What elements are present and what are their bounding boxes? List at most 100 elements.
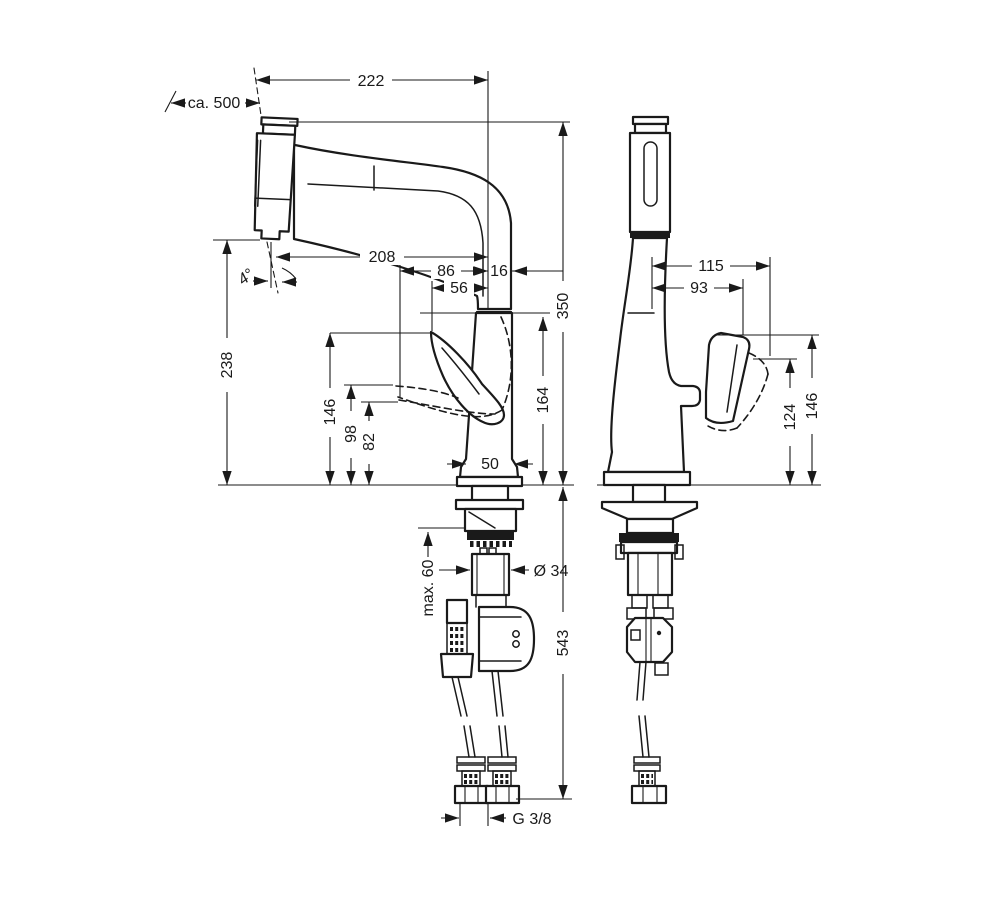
dim-tip-to-center: 208: [276, 249, 488, 266]
right-leg-right: [652, 594, 669, 609]
dim-tip-height: 238: [219, 240, 236, 485]
valve-body-lines: [478, 616, 522, 662]
dim-label-115: 115: [698, 258, 724, 275]
nipple-rib-grid: [450, 627, 464, 652]
shank-to-valve-lines: [475, 594, 507, 608]
spout: [292, 143, 513, 311]
mounting-neck: [470, 484, 510, 503]
dim-label-56: 56: [450, 280, 468, 297]
hose-a: [451, 676, 476, 758]
dim-label-16: 16: [490, 263, 508, 280]
dim-hose-extension: ca. 500: [164, 90, 260, 113]
barrel-dot: [656, 630, 662, 636]
clamp-screw-slot: [468, 511, 496, 529]
dim-hose-thread: G 3/8: [441, 811, 552, 828]
barrel-window: [630, 629, 641, 641]
valve-detail-dot-1: [512, 630, 520, 638]
dim-label-98: 98: [343, 425, 360, 443]
barrel-tab: [654, 662, 669, 676]
ext-tilt-line: [253, 67, 279, 294]
valve-body: [477, 605, 536, 673]
base-plate: [455, 475, 524, 488]
right-shank-lines: [637, 553, 659, 595]
dim-handle-tilted-height: 124: [782, 359, 799, 485]
spout-inner-line: [307, 183, 484, 297]
dim-label-max60: max. 60: [420, 559, 437, 616]
dim-label-124: 124: [782, 404, 799, 431]
right-seal-band: [619, 533, 679, 542]
dim-label-543: 543: [555, 630, 572, 657]
dim-label-350: 350: [555, 293, 572, 320]
dim-center-to-edge: 16: [470, 263, 563, 280]
dim-handle-offset: 93: [652, 280, 743, 297]
right-cap: [633, 122, 668, 135]
handle-inner-line: [441, 347, 480, 395]
dim-handle-height-right: 146: [804, 335, 821, 485]
nipple-nut: [439, 652, 475, 679]
dim-label-208: 208: [369, 249, 396, 266]
dim-handle-mid-height: 98: [343, 385, 360, 485]
spray-slot: [643, 141, 658, 207]
dim-label-238: 238: [219, 352, 236, 379]
dim-label-4deg: 4°: [235, 266, 258, 289]
right-supply-hose: [630, 661, 668, 805]
hose-nut-a: [453, 784, 490, 805]
dim-spout-reach: 222: [256, 71, 488, 90]
seal-band: [467, 531, 514, 540]
spray-face-lines: [253, 139, 262, 208]
clamp-body: [463, 507, 518, 533]
dim-label-146-left: 146: [322, 399, 339, 426]
dim-label-93: 93: [690, 280, 708, 297]
right-leg-left: [631, 594, 648, 609]
dim-label-86: 86: [437, 263, 455, 280]
right-shank: [626, 551, 674, 597]
hose-connector-a: [453, 756, 490, 805]
dim-shank-diameter: Ø 34: [439, 563, 568, 580]
handle-dashed-arc-lower: [398, 399, 496, 415]
ext-g38: [459, 804, 489, 826]
dim-label-222: 222: [358, 73, 385, 90]
dim-label-82: 82: [361, 433, 378, 451]
hose-nut-b: [484, 784, 521, 805]
handle-tilted-dashed: [395, 316, 513, 418]
hose-nipple: [445, 598, 469, 625]
right-handle: [704, 331, 751, 425]
handle-dashed-arc-right: [500, 316, 513, 411]
shank-inner-lines: [476, 554, 505, 595]
dim-label-g38: G 3/8: [512, 811, 551, 828]
dim-label-ca500: ca. 500: [188, 95, 241, 112]
shank: [470, 552, 511, 597]
hose-connector-b: [484, 756, 521, 805]
dim-spray-angle: 4°: [235, 242, 297, 289]
right-clamp: [619, 540, 679, 555]
dim-max-deck-thickness: max. 60: [420, 532, 437, 616]
dim-handle-tilted-offset: 115: [652, 258, 770, 275]
dim-base-width: 50: [447, 456, 533, 473]
right-dark-band: [630, 232, 670, 238]
barrel-center-lines: [645, 618, 652, 662]
right-clamp-tab-right: [674, 544, 684, 560]
right-clamp-tab-left: [615, 544, 625, 560]
dim-label-50: 50: [481, 456, 499, 473]
valve-detail-dot-2: [512, 640, 520, 648]
right-base-plate: [602, 470, 692, 487]
right-under-counter-assembly: [600, 483, 699, 676]
dimensions-right-view: 115 93 124 146: [651, 257, 821, 485]
right-body: [606, 236, 702, 474]
spray-head: [253, 116, 299, 241]
dim-label-dia34: Ø 34: [534, 563, 569, 580]
dim-total-height: 350: [555, 122, 572, 485]
spray-head-seam: [254, 197, 291, 201]
hose-weight-barrel: [625, 616, 674, 664]
handle-dashed-arc-tip: [395, 385, 459, 399]
hose-b: [491, 670, 509, 758]
right-column: [625, 517, 675, 535]
dim-label-146-right: 146: [804, 393, 821, 420]
dim-label-164: 164: [535, 387, 552, 414]
right-escutcheon: [600, 500, 699, 521]
right-hose-nut: [630, 784, 668, 805]
left-under-counter-assembly: [439, 484, 536, 679]
dim-handle-height-left: 146: [322, 333, 339, 485]
dim-handle-reach: 56: [432, 280, 488, 297]
